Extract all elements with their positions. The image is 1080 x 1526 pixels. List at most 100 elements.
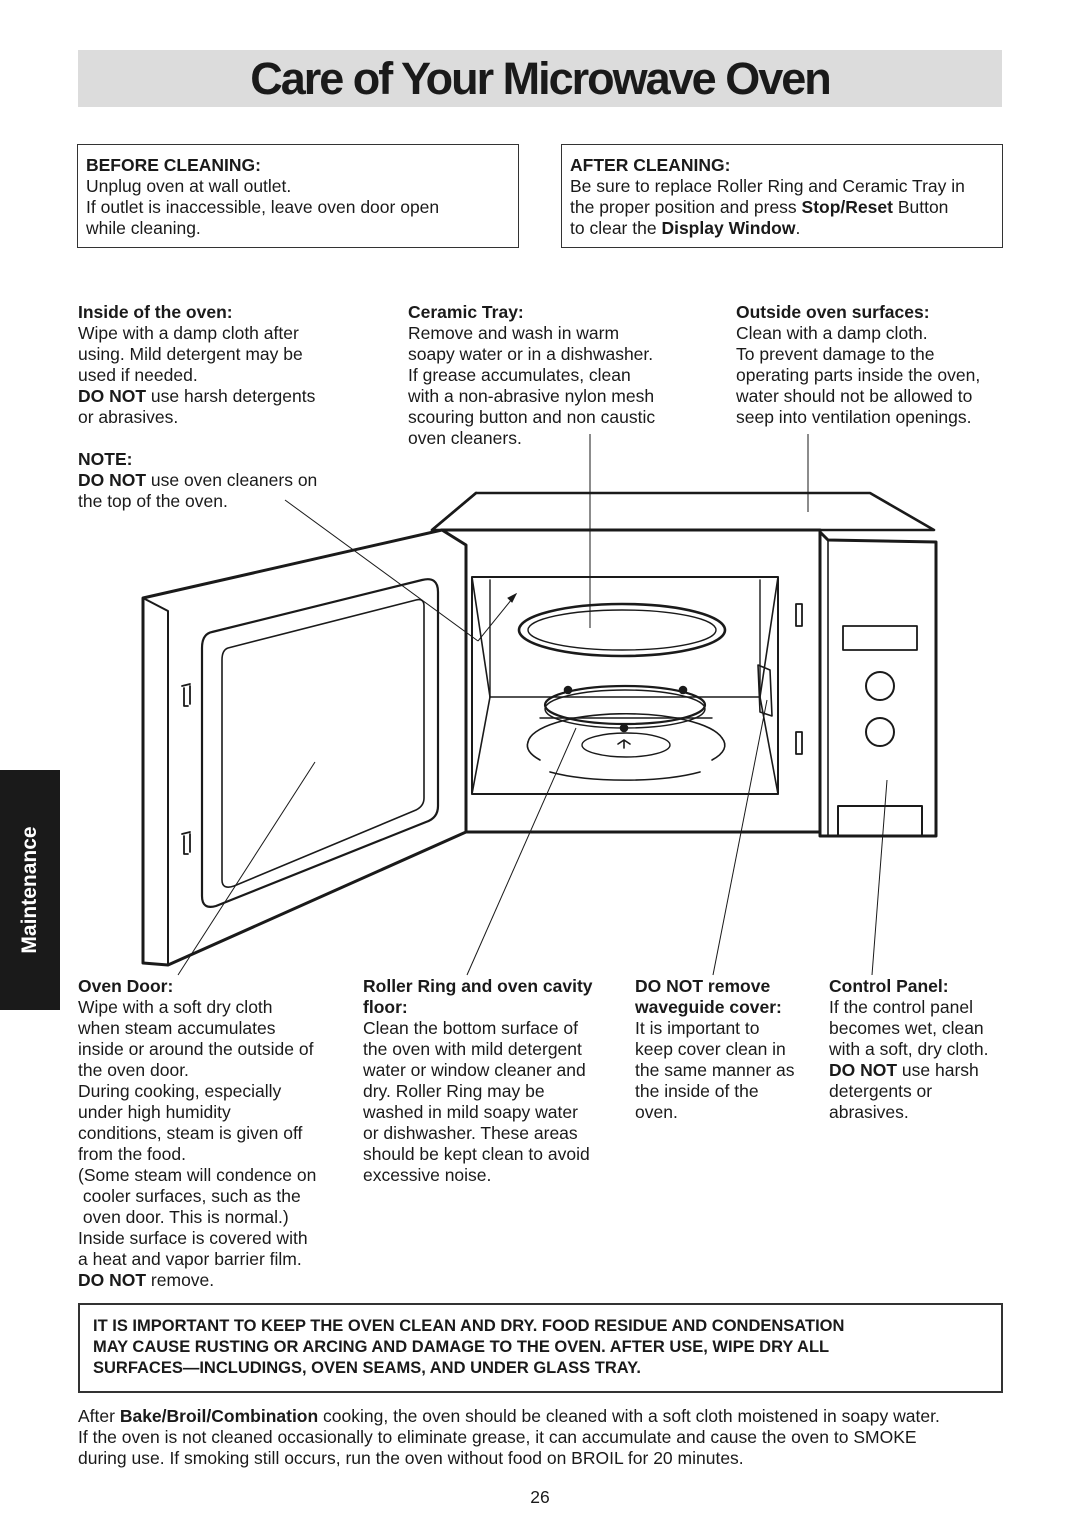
- waveguide-line: the inside of the: [635, 1081, 759, 1101]
- after-cleaning-box: [561, 144, 1003, 248]
- oven-door-line: the oven door.: [78, 1060, 189, 1080]
- oven-door-warning: DO NOT remove.: [78, 1270, 316, 1291]
- roller-ring-line: or dishwasher. These areas: [363, 1123, 578, 1143]
- important-box: [78, 1303, 1003, 1393]
- note-line: DO NOT use oven cleaners on: [78, 470, 317, 491]
- text-span: .: [795, 218, 801, 238]
- ceramic-tray-line: oven cleaners.: [408, 428, 522, 448]
- text-span: the proper position and press: [570, 197, 802, 217]
- text-span: cooking, the oven should be cleaned with…: [318, 1406, 940, 1426]
- outside-surfaces-heading: Outside oven surfaces:: [736, 302, 930, 322]
- oven-door-line: inside or around the outside of: [78, 1039, 314, 1059]
- page-title: Care of Your Microwave Oven: [250, 53, 832, 104]
- roller-ring-line: excessive noise.: [363, 1165, 492, 1185]
- oven-door-line: During cooking, especially: [78, 1081, 282, 1101]
- page-number: 26: [530, 1487, 550, 1507]
- after-cleaning-line: Be sure to replace Roller Ring and Ceram…: [570, 176, 965, 196]
- bake-broil-combination-label: Bake/Broil/Combination: [119, 1406, 319, 1426]
- roller-ring-line: Clean the bottom surface of: [363, 1018, 578, 1038]
- stop-reset-label: Stop/Reset: [801, 197, 893, 217]
- oven-door-line: cooler surfaces, such as the: [78, 1186, 301, 1206]
- ceramic-tray-line: with a non-abrasive nylon mesh: [408, 386, 655, 406]
- oven-door-line: Wipe with a soft dry cloth: [78, 997, 273, 1017]
- ceramic-tray-illustration: [517, 602, 727, 658]
- before-cleaning-heading: BEFORE CLEANING:: [86, 155, 261, 175]
- outside-surfaces-line: seep into ventilation openings.: [736, 407, 972, 427]
- do-not-label: DO NOT: [829, 1060, 898, 1080]
- waveguide-section: DO NOT remove waveguide cover: It is imp…: [635, 976, 795, 1123]
- roller-ring-illustration: [539, 684, 713, 733]
- roller-ring-section: Roller Ring and oven cavity floor: Clean…: [363, 976, 593, 1186]
- waveguide-heading: waveguide cover:: [635, 997, 782, 1017]
- outside-surfaces-line: operating parts inside the oven,: [736, 365, 981, 385]
- outside-surfaces-line: To prevent damage to the: [736, 344, 935, 364]
- waveguide-line: oven.: [635, 1102, 678, 1122]
- oven-door-line: under high humidity: [78, 1102, 231, 1122]
- waveguide-line: keep cover clean in: [635, 1039, 786, 1059]
- inside-oven-line: Wipe with a damp cloth after: [78, 323, 299, 343]
- after-cleaning-line: the proper position and press Stop/Reset…: [570, 197, 965, 218]
- ceramic-tray-section: Ceramic Tray: Remove and wash in warm so…: [408, 302, 655, 449]
- waveguide-heading: DO NOT remove: [635, 976, 771, 996]
- roller-ring-line: should be kept clean to avoid: [363, 1144, 590, 1164]
- oven-door-illustration: [141, 528, 468, 967]
- text-span: use harsh detergents: [146, 386, 316, 406]
- ceramic-tray-line: scouring button and non caustic: [408, 407, 656, 427]
- display-window-label: Display Window: [661, 218, 796, 238]
- roller-ring-line: the oven with mild detergent: [363, 1039, 582, 1059]
- inside-oven-line: or abrasives.: [78, 407, 179, 427]
- text-span: remove.: [146, 1270, 215, 1290]
- ceramic-tray-line: soapy water or in a dishwasher.: [408, 344, 654, 364]
- control-panel-line: with a soft, dry cloth.: [829, 1039, 989, 1059]
- important-line: IT IS IMPORTANT TO KEEP THE OVEN CLEAN A…: [93, 1317, 845, 1335]
- roller-ring-line: water or window cleaner and: [363, 1060, 586, 1080]
- outside-surfaces-line: Clean with a damp cloth.: [736, 323, 928, 343]
- cavity-floor-illustration: [526, 712, 726, 781]
- before-cleaning-line: If outlet is inaccessible, leave oven do…: [86, 197, 440, 217]
- do-not-label: DO NOT: [78, 470, 147, 490]
- oven-door-line: from the food.: [78, 1144, 186, 1164]
- control-panel-warning: DO NOT use harsh: [829, 1060, 989, 1081]
- after-bake-paragraph: After Bake/Broil/Combination cooking, th…: [78, 1406, 940, 1469]
- before-cleaning-text: BEFORE CLEANING: Unplug oven at wall out…: [86, 155, 439, 239]
- after-bake-line: After Bake/Broil/Combination cooking, th…: [78, 1406, 940, 1427]
- text-span: use harsh: [897, 1060, 979, 1080]
- inside-oven-line: used if needed.: [78, 365, 198, 385]
- oven-door-line: (Some steam will condence on: [78, 1165, 317, 1185]
- do-not-label: DO NOT: [78, 1270, 147, 1290]
- waveguide-line: the same manner as: [635, 1060, 795, 1080]
- note-heading: NOTE:: [78, 449, 133, 469]
- before-cleaning-box: [77, 144, 519, 248]
- oven-door-line: conditions, steam is given off: [78, 1123, 303, 1143]
- text-span: use oven cleaners on: [146, 470, 318, 490]
- text-span: Button: [892, 197, 949, 217]
- important-line: MAY CAUSE RUSTING OR ARCING AND DAMAGE T…: [93, 1338, 830, 1356]
- before-cleaning-line: Unplug oven at wall outlet.: [86, 176, 292, 196]
- important-text: IT IS IMPORTANT TO KEEP THE OVEN CLEAN A…: [93, 1316, 844, 1379]
- do-not-label: DO NOT: [78, 386, 147, 406]
- after-bake-line: If the oven is not cleaned occasionally …: [78, 1427, 917, 1447]
- inside-oven-line: using. Mild detergent may be: [78, 344, 303, 364]
- control-panel-illustration: [818, 530, 938, 838]
- oven-door-section: Oven Door: Wipe with a soft dry cloth wh…: [78, 976, 316, 1291]
- leader-lines: [177, 434, 888, 976]
- roller-ring-line: washed in mild soapy water: [363, 1102, 578, 1122]
- side-tab: [0, 770, 60, 1010]
- oven-body: [440, 528, 822, 834]
- roller-ring-heading: Roller Ring and oven cavity: [363, 976, 593, 996]
- oven-door-line: a heat and vapor barrier film.: [78, 1249, 302, 1269]
- text-span: After: [78, 1406, 120, 1426]
- control-panel-line: If the control panel: [829, 997, 973, 1017]
- oven-door-line: oven door. This is normal.): [78, 1207, 289, 1227]
- after-cleaning-line: to clear the Display Window.: [570, 218, 965, 239]
- ceramic-tray-line: If grease accumulates, clean: [408, 365, 631, 385]
- side-tab-label: Maintenance: [18, 826, 41, 954]
- note-section: NOTE: DO NOT use oven cleaners on the to…: [78, 449, 317, 512]
- oven-door-heading: Oven Door:: [78, 976, 174, 996]
- text-span: to clear the: [570, 218, 662, 238]
- ceramic-tray-heading: Ceramic Tray:: [408, 302, 524, 322]
- after-cleaning-text: AFTER CLEANING: Be sure to replace Rolle…: [570, 155, 965, 239]
- inside-oven-warning: DO NOT use harsh detergents: [78, 386, 315, 407]
- inside-oven-heading: Inside of the oven:: [78, 302, 233, 322]
